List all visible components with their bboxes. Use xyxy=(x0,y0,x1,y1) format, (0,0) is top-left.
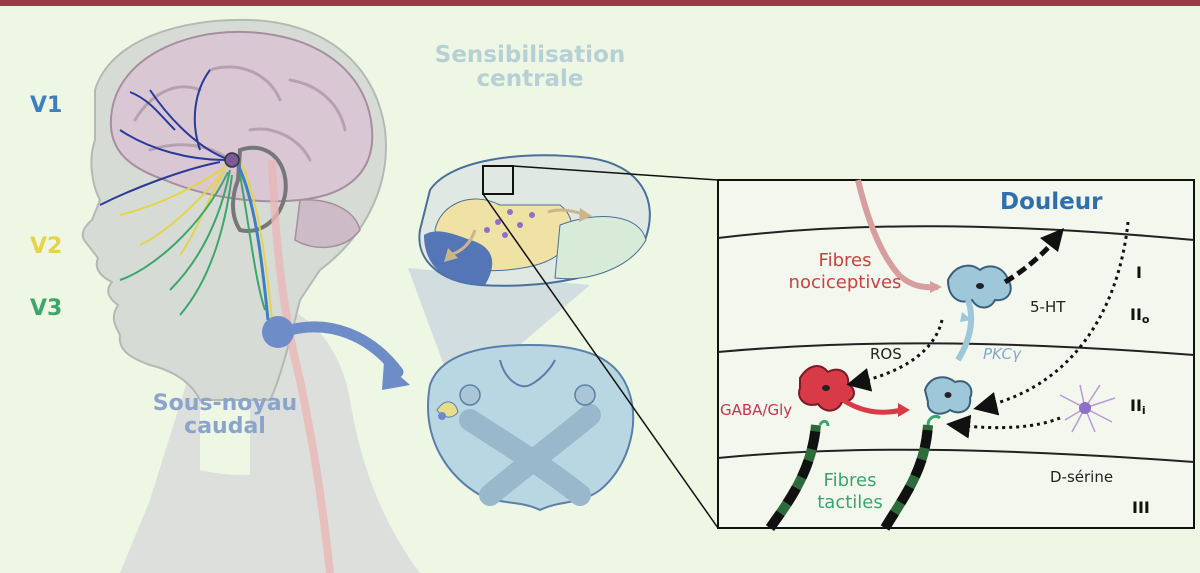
head-illustration xyxy=(81,18,420,573)
v3-nerve-branches xyxy=(119,169,266,316)
detail-frame xyxy=(717,179,1195,529)
cross-section xyxy=(427,343,635,512)
v1-nerve-branches xyxy=(99,69,231,206)
douleur-label: Douleur xyxy=(1000,189,1103,215)
pkc-axon xyxy=(955,299,975,362)
v2-nerve-branches xyxy=(119,164,229,256)
d-serine-label: D-sérine xyxy=(1050,468,1114,486)
v2-label: V2 xyxy=(30,234,63,259)
astrocyte xyxy=(1059,384,1116,433)
nociceptive-fibre xyxy=(855,179,939,291)
sous-noyau-dot xyxy=(262,316,294,348)
gaba-gly-label: GABA/Gly xyxy=(720,401,793,419)
fibres-tactiles-label: Fibres tactiles xyxy=(817,470,883,513)
lamina-ii-outer-label: IIo xyxy=(1130,305,1150,326)
serotonin-arrow xyxy=(973,221,1130,416)
sous-noyau-caudal-label: Sous-noyau caudal xyxy=(152,391,298,440)
lamina-i-label: I xyxy=(1136,263,1142,282)
brainstem-section xyxy=(408,268,635,512)
d-serine-arrow xyxy=(946,414,1061,439)
lamina-iii-label: III xyxy=(1132,498,1150,517)
detail-panel xyxy=(717,179,1195,531)
ros-arrow xyxy=(846,319,944,392)
brain xyxy=(109,30,374,203)
v3-label: V3 xyxy=(30,296,63,321)
zoom-square xyxy=(482,165,514,195)
lamina-ii-inner-label: IIi xyxy=(1130,396,1146,417)
v1-label: V1 xyxy=(30,93,63,118)
fibres-nociceptives-label: Fibres nociceptives xyxy=(788,250,902,293)
trigeminal-ganglion xyxy=(224,152,240,168)
nucleus-enlargement xyxy=(418,154,719,529)
serotonin-label: 5-HT xyxy=(1030,298,1066,316)
pkc-gamma-label: PKCγ xyxy=(983,345,1021,363)
ros-label: ROS xyxy=(870,345,902,363)
sensibilisation-centrale-label: Sensibilisation centrale xyxy=(434,42,626,93)
top-border xyxy=(0,0,1200,6)
